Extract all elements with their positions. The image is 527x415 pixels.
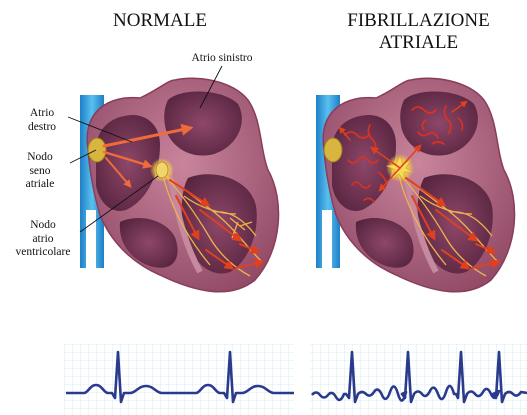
title-normal: NORMALE <box>70 10 250 32</box>
title-afib-line1: FIBRILLAZIONE <box>310 10 527 32</box>
label-left-atrium: Atrio sinistro <box>176 52 268 66</box>
label-sa-node-line3: atriale <box>6 178 74 192</box>
label-av-node-line3: ventricolare <box>2 246 84 260</box>
sa-node-normal <box>88 138 106 162</box>
ecg-grid-afib <box>310 344 527 415</box>
label-sa-node-line2: seno <box>6 165 74 179</box>
label-av-node-line1: Nodo <box>2 219 84 233</box>
label-av-node-line2: atrio <box>2 233 84 247</box>
label-av-node: Nodo atrio ventricolare <box>2 219 84 260</box>
afib-heart <box>316 78 515 292</box>
ecg-afib <box>310 344 527 415</box>
ecg-grid-normal <box>64 344 294 415</box>
label-right-atrium: Atrio destro <box>14 107 70 134</box>
title-afib-line2: ATRIALE <box>310 32 527 54</box>
title-afib: FIBRILLAZIONE ATRIALE <box>310 10 527 54</box>
label-sa-node: Nodo seno atriale <box>6 151 74 192</box>
label-right-atrium-line1: Atrio <box>14 107 70 121</box>
label-right-atrium-line2: destro <box>14 121 70 135</box>
sa-node-afib <box>324 138 342 162</box>
av-node-normal <box>156 162 168 178</box>
normal-heart <box>80 78 279 292</box>
ecg-normal <box>64 344 294 415</box>
label-sa-node-line1: Nodo <box>6 151 74 165</box>
